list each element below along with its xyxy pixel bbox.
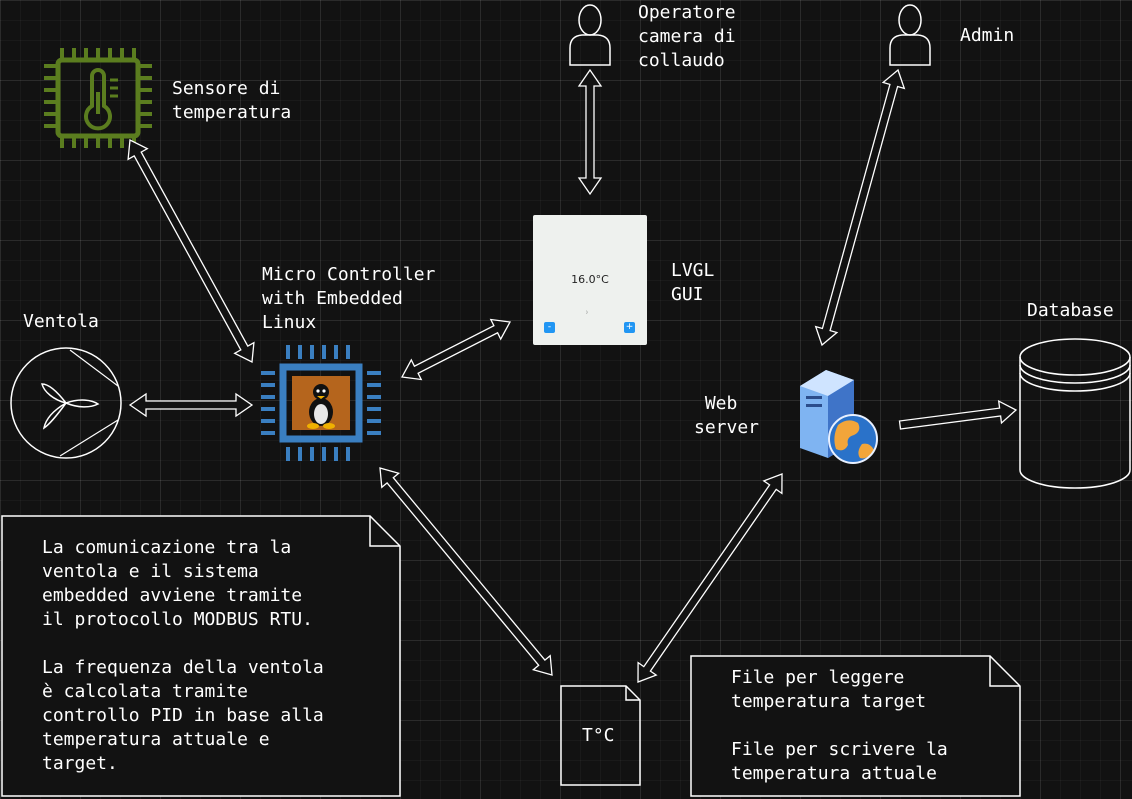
- label-temperature-sensor: Sensore di temperatura: [172, 78, 292, 123]
- arrow-microcontroller-gui: [400, 318, 512, 381]
- lvgl-plus-button[interactable]: +: [624, 322, 635, 333]
- note-files: [690, 655, 1021, 797]
- label-lvgl-gui: LVGL GUI: [671, 260, 715, 305]
- fan-icon: [10, 347, 122, 459]
- lvgl-temperature-readout: 16.0°C: [571, 273, 609, 286]
- web-server-icon: [800, 370, 878, 464]
- label-admin: Admin: [960, 25, 1015, 46]
- linux-chip-icon: [261, 345, 381, 461]
- file-label: T°C: [582, 725, 615, 746]
- lvgl-gui-screen: 16.0°C ⁾ - +: [533, 215, 647, 345]
- label-microcontroller: Micro Controller with Embedded Linux: [262, 264, 436, 333]
- lvgl-indicator-mark: ⁾: [586, 310, 588, 318]
- label-fan: Ventola: [23, 311, 99, 332]
- arrow-microcontroller-file: [379, 467, 553, 676]
- label-operator: Operatore camera di collaudo: [638, 2, 736, 71]
- arrow-admin-webserver: [814, 68, 906, 347]
- arrow-fan-microcontroller: [128, 392, 254, 418]
- connection-arrows: [127, 68, 1018, 683]
- note-files-text: File per leggere temperatura target File…: [731, 667, 948, 784]
- arrow-sensor-microcontroller: [127, 138, 255, 364]
- thermometer-chip-icon: [44, 48, 152, 148]
- database-icon: [1019, 338, 1131, 489]
- file-icon: [560, 685, 641, 786]
- lvgl-minus-button[interactable]: -: [544, 322, 555, 333]
- label-database: Database: [1027, 300, 1114, 321]
- arrow-operator-gui: [577, 68, 603, 196]
- arrow-webserver-file: [637, 473, 783, 683]
- label-web-server: Web server: [694, 393, 760, 438]
- user-icon: [889, 4, 931, 66]
- arrow-webserver-database: [898, 399, 1018, 430]
- note-modbus: [1, 515, 401, 797]
- note-modbus-text: La comunicazione tra la ventola e il sis…: [42, 537, 324, 774]
- user-icon: [569, 4, 611, 66]
